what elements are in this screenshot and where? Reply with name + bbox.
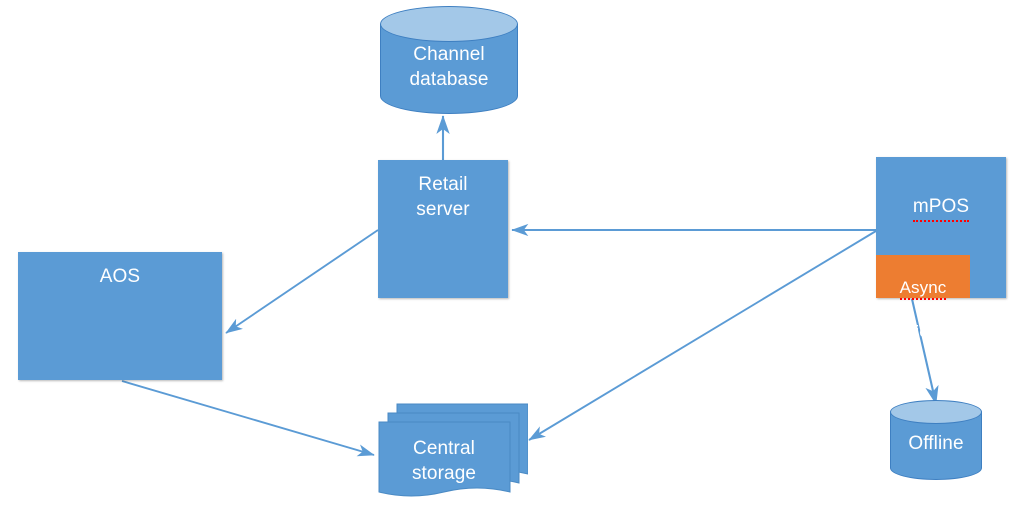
node-aos[interactable]: AOS xyxy=(18,252,222,380)
node-central-storage[interactable]: Central storage xyxy=(378,398,528,498)
cylinder-top xyxy=(380,6,518,42)
node-central-storage-label: Central storage xyxy=(411,438,477,484)
node-retail-server[interactable]: Retail server xyxy=(378,160,508,298)
node-offline[interactable]: Offline xyxy=(890,400,982,480)
node-async-client-label-line2: client xyxy=(902,322,944,341)
connector-retail-server-to-aos xyxy=(225,229,379,334)
node-async-client[interactable]: Async client xyxy=(876,255,970,341)
node-mpos-label-text: mPOS xyxy=(912,194,970,222)
node-async-client-label: Async client xyxy=(876,255,970,342)
node-offline-label: Offline xyxy=(908,433,964,454)
node-retail-server-label: Retail server xyxy=(416,174,470,220)
multi-document-shape xyxy=(378,403,528,497)
document-sheet-front xyxy=(378,421,511,497)
node-aos-label: AOS xyxy=(99,266,141,287)
connector-aos-to-central-storage xyxy=(121,380,375,457)
cylinder-top xyxy=(890,400,982,424)
node-channel-database-label: Channel database xyxy=(409,44,489,90)
node-channel-database[interactable]: Channel database xyxy=(380,6,518,114)
node-mpos-label: mPOS xyxy=(876,157,1006,222)
node-async-client-label-line1: Async xyxy=(899,277,947,300)
connector-mpos-to-central-storage xyxy=(528,230,877,441)
